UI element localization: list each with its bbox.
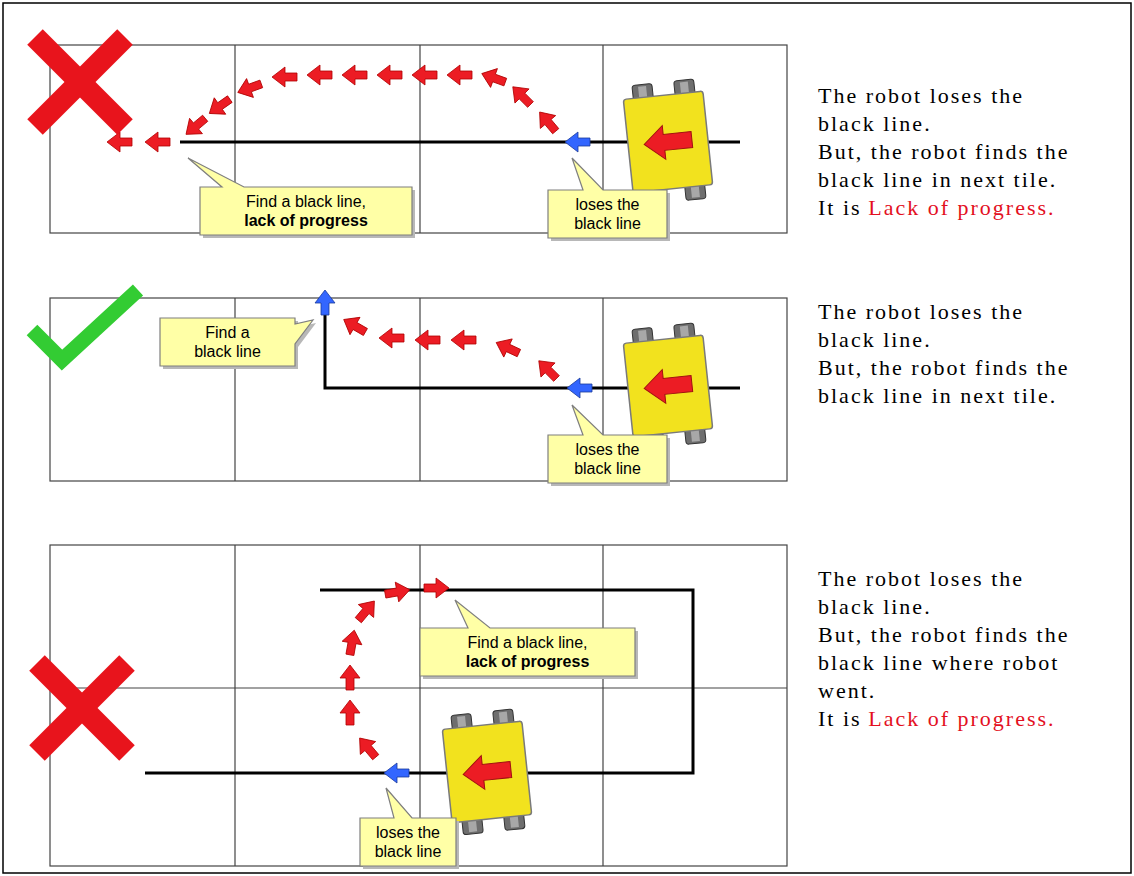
callout-text: Find a black line,: [432, 633, 623, 652]
explanation-line: But, the robot finds the black line in n…: [818, 354, 1080, 410]
verdict-text: Lack of progress.: [868, 195, 1055, 220]
path-arrow: [340, 665, 360, 690]
explanation-text: The robot loses the black line.But, the …: [818, 565, 1080, 733]
tile-border: [50, 298, 787, 481]
callout-outline: [548, 405, 667, 483]
path-arrow: [415, 330, 440, 350]
path-arrow: [451, 330, 476, 350]
path-arrow: [383, 580, 411, 604]
callout-text: loses the black line: [560, 195, 655, 233]
explanation-line: It isLack of progress.: [818, 194, 1080, 222]
callout-text: Find a black line,: [212, 192, 400, 211]
explanation-sentence: But, the robot finds the black line in n…: [818, 139, 1069, 192]
path-arrow: [107, 132, 132, 152]
outer-frame: [3, 3, 1131, 873]
callout-box: Find a black line,lack of progress: [200, 187, 412, 235]
callout-outline: [160, 318, 313, 366]
explanation-line: But, the robot finds the black line wher…: [818, 621, 1080, 705]
path-arrow: [352, 732, 383, 764]
cross-stroke: [35, 37, 125, 127]
tile-border: [50, 45, 787, 233]
path-arrow: [377, 65, 402, 85]
explanation-line: The robot loses the black line.: [818, 298, 1080, 354]
explanation-sentence: The robot loses the black line.: [818, 566, 1024, 619]
path-arrow: [424, 578, 449, 598]
path-arrow: [492, 333, 523, 362]
callout-outline: [420, 600, 635, 676]
found-arrow: [315, 290, 335, 315]
explanation-sentence: The robot loses the black line.: [818, 83, 1024, 136]
tile-line: [602, 545, 603, 866]
path-arrow: [307, 65, 332, 85]
path-arrow: [412, 65, 437, 85]
path-arrow: [532, 354, 564, 386]
black-line: [145, 590, 693, 773]
callout-box: Find a black line: [160, 318, 295, 366]
tile-border: [50, 545, 787, 866]
cross-mark: [37, 663, 127, 753]
explanation-line: The robot loses the black line.: [818, 82, 1080, 138]
path-arrow: [447, 65, 472, 85]
explanation-text: The robot loses the black line.But, the …: [818, 82, 1080, 222]
robot-figure: [441, 708, 533, 836]
callout-box: loses the black line: [360, 818, 456, 866]
callout-box: loses the black line: [548, 190, 667, 238]
callout-outline: [360, 788, 456, 866]
path-arrow: [379, 328, 404, 348]
path-arrow: [340, 628, 364, 656]
cross-stroke: [35, 37, 125, 127]
cross-stroke: [37, 663, 127, 753]
lost-arrow: [565, 132, 590, 152]
explanation-line: It isLack of progress.: [818, 705, 1080, 733]
callout-text: Find a black line: [185, 323, 270, 361]
explanation-sentence: It is: [818, 706, 862, 731]
path-arrow: [351, 595, 382, 627]
callout-box: loses the black line: [548, 435, 667, 483]
cross-mark: [35, 37, 125, 127]
callout-text: lack of progress: [212, 211, 400, 230]
path-arrow: [506, 80, 538, 112]
path-arrow: [272, 67, 297, 87]
check-mark: [32, 290, 138, 360]
callout-text: loses the black line: [560, 440, 655, 478]
path-arrow: [340, 700, 360, 725]
explanation-sentence: But, the robot finds the black line in n…: [818, 355, 1069, 408]
verdict-text: Lack of progress.: [868, 706, 1055, 731]
path-arrow: [180, 111, 212, 142]
robot-figure: [622, 322, 714, 450]
tile-line: [50, 687, 787, 688]
cross-stroke: [37, 663, 127, 753]
explanation-sentence: The robot loses the black line.: [818, 299, 1024, 352]
explanation-line: The robot loses the black line.: [818, 565, 1080, 621]
path-arrow: [145, 132, 170, 152]
robot-figure: [622, 78, 714, 206]
callout-outline: [548, 158, 667, 238]
path-arrow: [342, 65, 367, 85]
path-arrow: [339, 311, 371, 341]
lost-arrow: [567, 378, 592, 398]
path-arrow: [204, 91, 236, 122]
tile-line: [234, 545, 235, 866]
tile-grid: [50, 298, 787, 481]
explanation-text: The robot loses the black line.But, the …: [818, 298, 1080, 410]
callout-text: loses the black line: [370, 823, 446, 861]
callout-text: lack of progress: [432, 652, 623, 671]
callout-outline: [188, 158, 412, 235]
path-arrow: [478, 64, 508, 91]
tile-grid: [50, 545, 787, 866]
tile-grid: [50, 45, 787, 233]
lost-arrow: [384, 763, 409, 783]
path-arrow: [234, 74, 264, 101]
explanation-sentence: But, the robot finds the black line wher…: [818, 622, 1069, 703]
explanation-line: But, the robot finds the black line in n…: [818, 138, 1080, 194]
explanation-sentence: It is: [818, 195, 862, 220]
callout-box: Find a black line,lack of progress: [420, 628, 635, 676]
path-arrow: [532, 106, 563, 138]
